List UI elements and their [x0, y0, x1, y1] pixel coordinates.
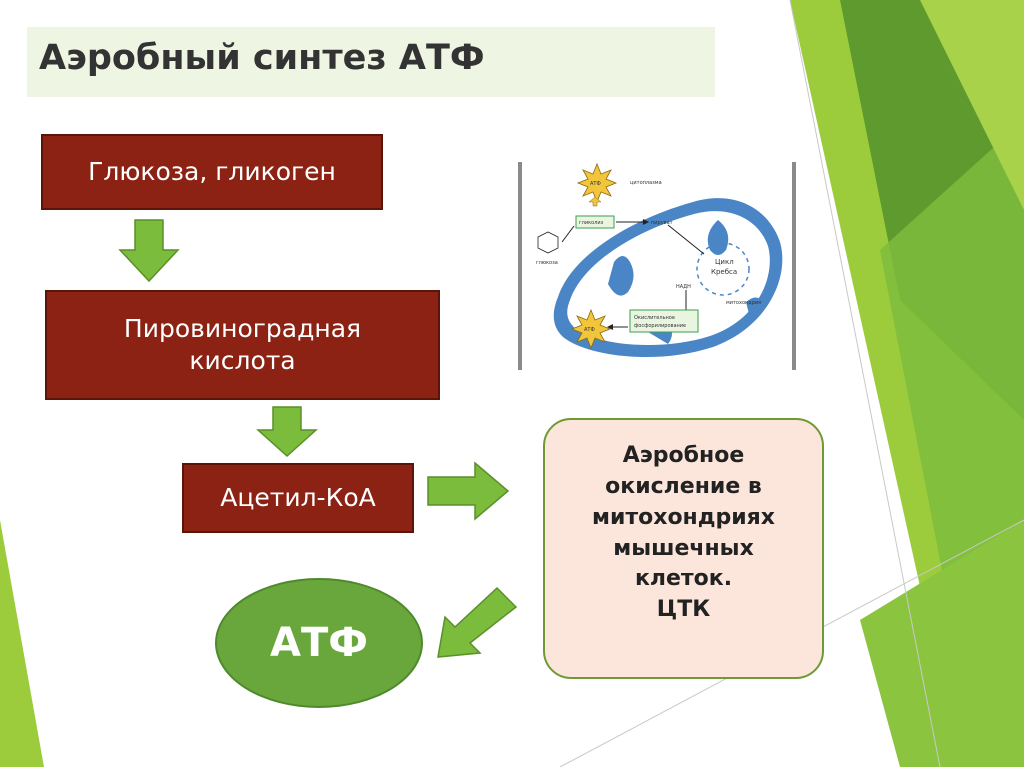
glucose-label: глюкоза — [536, 260, 558, 266]
atp-star-bottom-label: АТФ — [584, 327, 595, 333]
note-line-4: мышечных — [613, 535, 754, 561]
pyruvic-label-line2: кислота — [189, 346, 296, 375]
bg-green-stripe-top — [920, 0, 1024, 210]
glycolysis-box — [575, 215, 615, 229]
title-bar — [27, 27, 715, 97]
crista-4 — [746, 297, 764, 318]
krebs-label-1: Цикл — [715, 258, 734, 266]
note-line-6: ЦТК — [656, 597, 711, 623]
nadh-label: НАДН — [676, 284, 691, 290]
mitochondrion-figure: Цикл Кребса АТФ АТФ гликолиз пируват цит… — [518, 162, 796, 370]
pyruvic-acid-box: Пировиноградная кислота — [45, 290, 440, 400]
acetyl-coa-box: Ацетил-КоА — [182, 463, 414, 533]
glucose-box: Глюкоза, гликоген — [41, 134, 383, 210]
mitochondrion-label: митохондрия — [726, 300, 761, 306]
oxphos-label-1: Окислительное — [634, 315, 675, 321]
figure-left-border — [518, 162, 522, 370]
note-line-5: клеток. — [634, 566, 733, 592]
krebs-cycle-circle — [696, 242, 750, 296]
arrow-glucose-to-glycolysis — [561, 225, 575, 243]
figure-right-border — [792, 162, 796, 370]
atp-ellipse: АТФ — [215, 578, 423, 708]
cytoplasm-label: цитоплазма — [630, 180, 662, 186]
arrow-head-oxphos — [607, 324, 613, 330]
crista-2 — [707, 220, 729, 255]
pyruvic-label-line1: Пировиноградная — [123, 313, 362, 343]
atp-star-top-label: АТФ — [590, 181, 601, 187]
bg-green-stripe-bottom — [860, 520, 1024, 767]
bg-line-1 — [789, 0, 941, 767]
oxphos-label-2: фосфорилирование — [634, 323, 686, 329]
arrow-to-krebs — [667, 224, 705, 255]
note-line-3: митохондриях — [591, 504, 775, 530]
arrow-head-pyruvate — [643, 219, 649, 225]
glycolysis-label: гликолиз — [579, 220, 604, 226]
oxphos-box — [629, 309, 699, 333]
bg-green-corner-left — [0, 520, 44, 767]
glucose-label: Глюкоза, гликоген — [88, 156, 336, 186]
note-line-1: Аэробное — [622, 443, 745, 469]
aerobic-oxidation-note: Аэробное окисление в митохондриях мышечн… — [543, 418, 824, 679]
krebs-label-2: Кребса — [711, 268, 737, 276]
slide-title: Аэробный синтез АТФ — [39, 38, 485, 78]
acetyl-coa-label: Ацетил-КоА — [220, 482, 376, 512]
atp-star-bottom-icon — [570, 308, 612, 350]
crista-1 — [608, 256, 634, 296]
pyruvate-label: пируват — [651, 220, 673, 226]
glucose-ring-icon — [537, 231, 559, 254]
arrow-up-icon — [588, 196, 602, 207]
atp-label: АТФ — [270, 620, 368, 666]
note-line-2: окисление в — [605, 473, 762, 499]
